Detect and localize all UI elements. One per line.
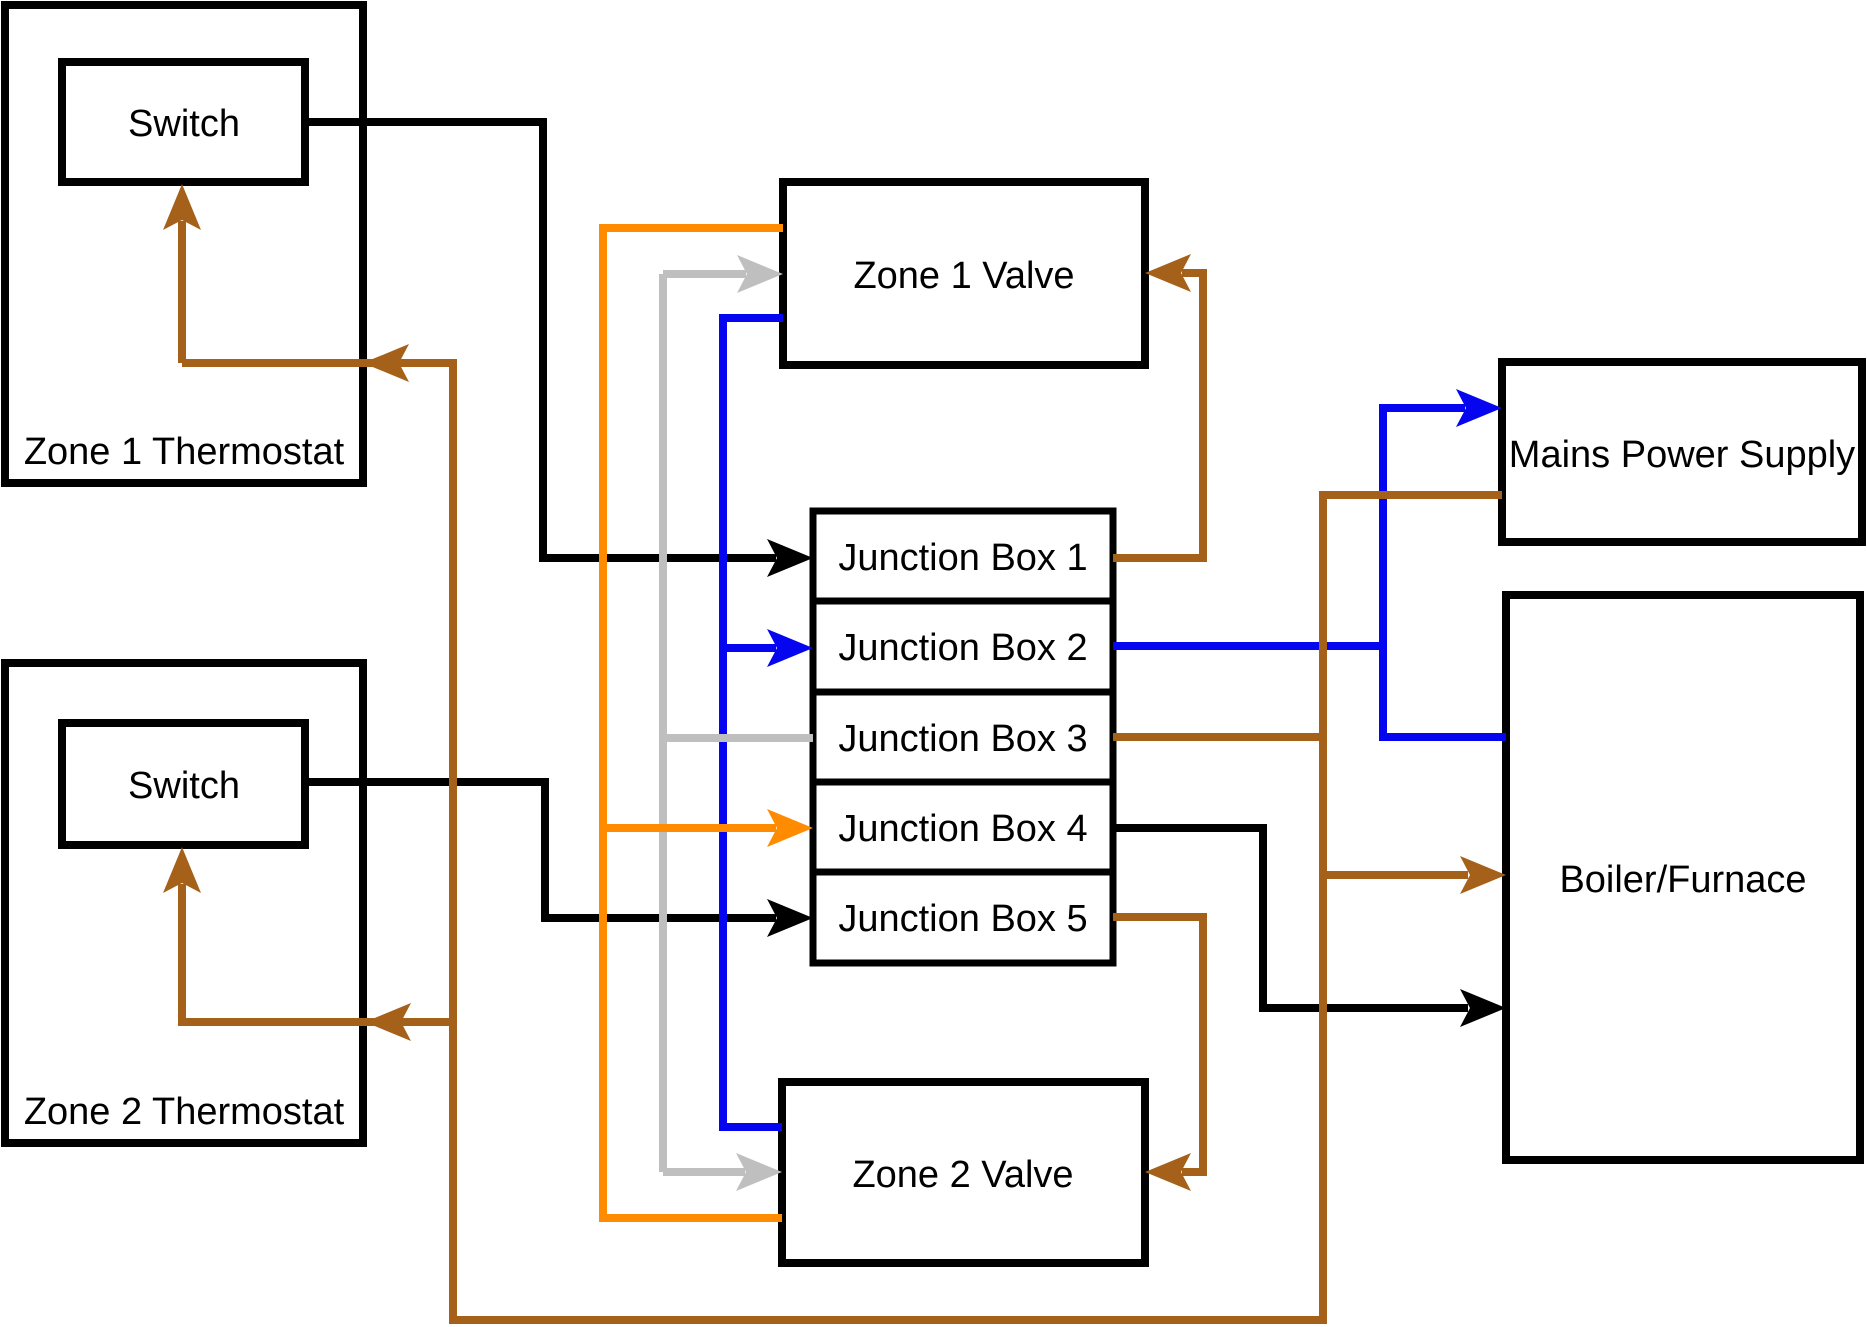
wire-switch1-to-junction-box-1 [305,118,776,562]
arrowhead-orange-into-junction-box-4 [767,809,813,847]
wire-junction-box-5-to-zone-2-valve [1113,913,1207,1176]
arrowhead-into-junction-box-5 [767,899,813,937]
node-boiler-furnace-label: Boiler/Furnace [1559,859,1806,901]
wire-brown-main-loop [182,359,1502,1324]
node-junction-box-1-label: Junction Box 1 [838,537,1087,579]
arrowhead-blue-into-mains [1456,389,1502,427]
wire-switch2-to-junction-box-5 [305,778,776,922]
node-zone-1-valve [779,178,1149,369]
node-mains-power-supply [1498,358,1866,546]
node-mains-power-supply-label: Mains Power Supply [1509,434,1855,476]
wire-blue-to-mains-and-boiler [1379,404,1506,741]
arrowhead-brown-into-boiler [1460,856,1506,894]
node-junction-box-3-label: Junction Box 3 [838,718,1087,760]
node-boiler-furnace [1502,591,1864,1164]
arrowhead-black-into-boiler [1460,989,1506,1027]
wire-blue-valve-trunk [719,314,783,1131]
node-junction-box-4 [809,778,1117,876]
node-switch-1-label: Switch [128,103,240,145]
node-switch-2-label: Switch [128,765,240,807]
node-zone-1-thermostat-label: Zone 1 Thermostat [24,431,345,473]
node-junction-box-4-label: Junction Box 4 [838,808,1087,850]
arrowhead-brown-into-zone-2-valve [1145,1153,1191,1191]
arrowhead-brown-into-switch-1 [163,184,201,230]
node-zone-2-valve [778,1078,1149,1267]
arrowhead-brown-into-zone-1-valve [1145,254,1191,292]
node-junction-box-2 [809,597,1117,696]
node-zone-2-thermostat-label: Zone 2 Thermostat [24,1091,345,1133]
node-zone-2-valve-label: Zone 2 Valve [852,1154,1073,1196]
node-switch-1 [58,58,309,186]
arrowhead-brown-into-zone-1-thermostat [363,344,409,382]
arrowhead-into-junction-box-1 [767,539,813,577]
arrowhead-gray-into-zone-1-valve [737,255,783,293]
arrowhead-blue-into-junction-box-2 [767,629,813,667]
arrowhead-brown-into-switch-2 [163,847,201,893]
node-zone-1-valve-label: Zone 1 Valve [853,255,1074,297]
wire-orange-valve-trunk [599,224,783,1222]
node-junction-box-5-label: Junction Box 5 [838,898,1087,940]
node-junction-box-2-label: Junction Box 2 [838,627,1087,669]
arrowhead-gray-into-zone-2-valve [736,1153,782,1191]
wire-junction-box-1-to-zone-1-valve [1113,269,1207,562]
wire-junction-box-4-to-boiler [1113,824,1468,1012]
wire-brown-to-switch-2 [178,884,453,1026]
arrowhead-brown-into-zone-2-thermostat [365,1003,411,1041]
